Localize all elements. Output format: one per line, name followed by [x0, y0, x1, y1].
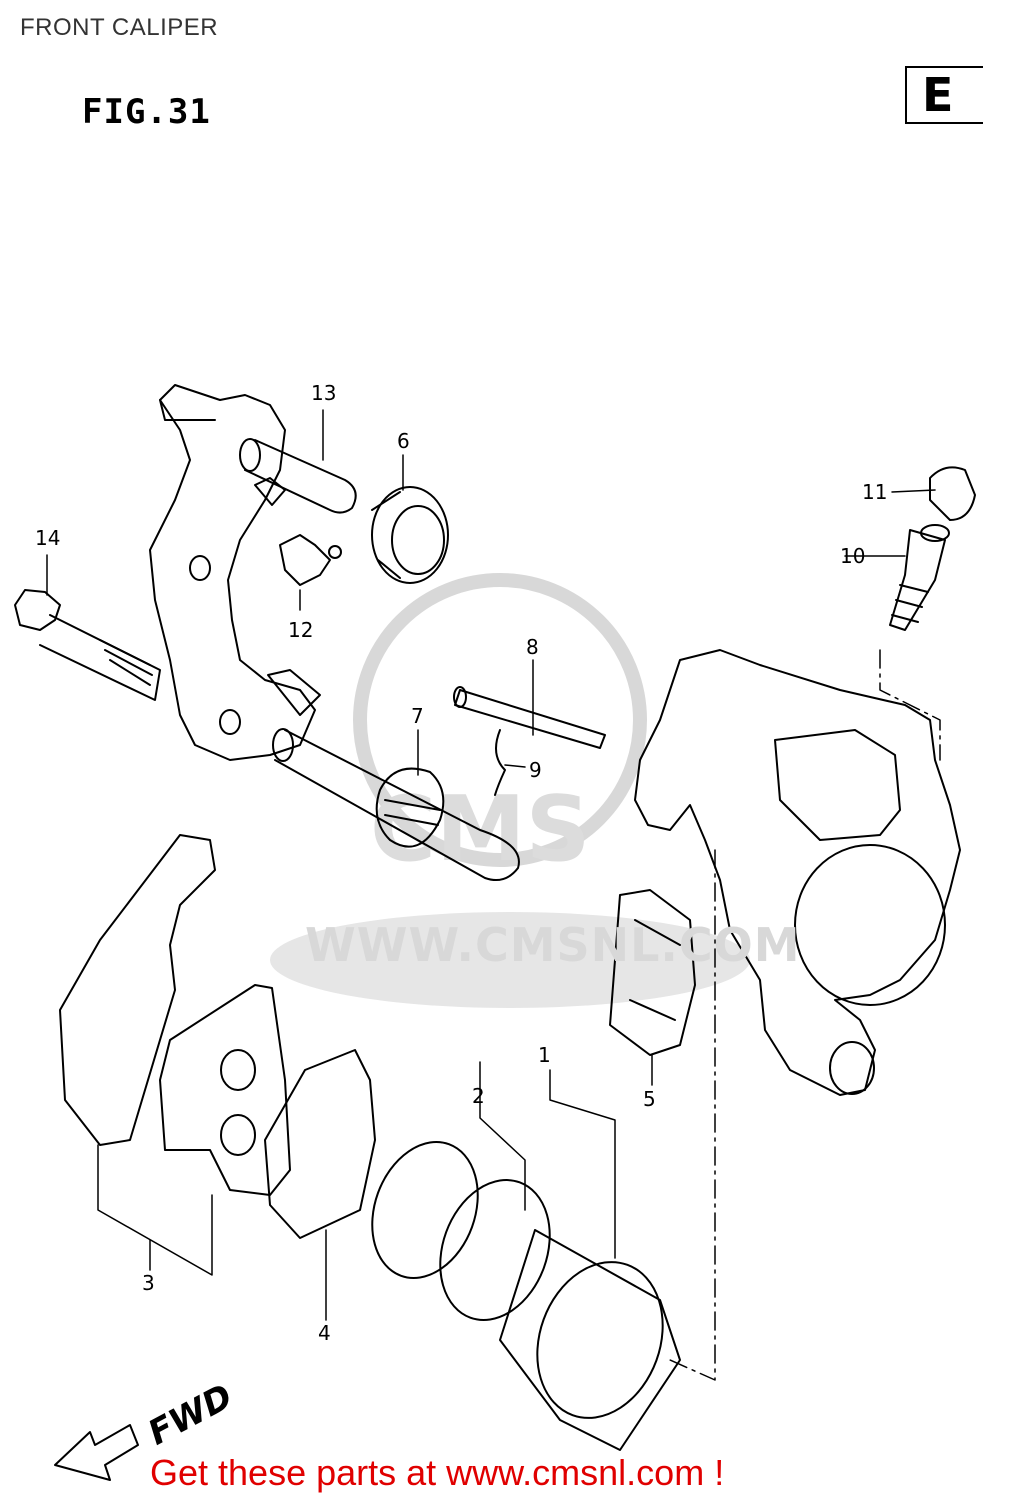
callout-labels: 1 2 3 4 5 6 7 8 9 10 11 12 13 14	[35, 381, 887, 1345]
pad-pin	[453, 686, 606, 749]
brake-pads	[59, 834, 376, 1239]
bleeder-cap	[929, 466, 976, 521]
callout-2: 2	[472, 1084, 485, 1108]
watermark-url: WWW.CMSNL.COM	[305, 918, 801, 972]
pad-spring	[609, 889, 696, 1056]
callout-1: 1	[538, 1043, 551, 1067]
callout-4: 4	[318, 1321, 331, 1345]
callout-7: 7	[411, 704, 424, 728]
bleeder-valve	[889, 524, 950, 631]
callout-3: 3	[142, 1271, 155, 1295]
page-title: FRONT CALIPER	[20, 14, 219, 41]
callout-12: 12	[288, 618, 313, 642]
callout-14: 14	[35, 526, 60, 550]
callout-leaders	[46, 409, 941, 1381]
upper-slide-pin	[239, 438, 357, 514]
figure-label: FIG.31	[82, 92, 211, 132]
watermark-logo: CMS	[270, 573, 750, 1008]
piston-and-seals	[371, 1141, 681, 1451]
caliper-bracket	[149, 384, 321, 761]
callout-11: 11	[862, 480, 887, 504]
callout-6: 6	[397, 429, 410, 453]
pin-boot-upper	[371, 486, 449, 584]
fwd-arrow	[54, 1424, 139, 1481]
callout-9: 9	[529, 758, 542, 782]
region-code: E	[922, 68, 954, 122]
mounting-bolt	[14, 589, 161, 701]
lower-slide-pin	[272, 728, 520, 881]
get-parts-link[interactable]: Get these parts at www.cmsnl.com !	[150, 1452, 725, 1493]
pad-pin-clip	[494, 729, 506, 796]
caliper-body	[634, 649, 961, 1096]
callout-5: 5	[643, 1087, 656, 1111]
pad-spring-clip	[279, 534, 342, 586]
region-code-box	[905, 66, 983, 124]
callout-8: 8	[526, 635, 539, 659]
callout-13: 13	[311, 381, 336, 405]
callout-10: 10	[840, 544, 865, 568]
